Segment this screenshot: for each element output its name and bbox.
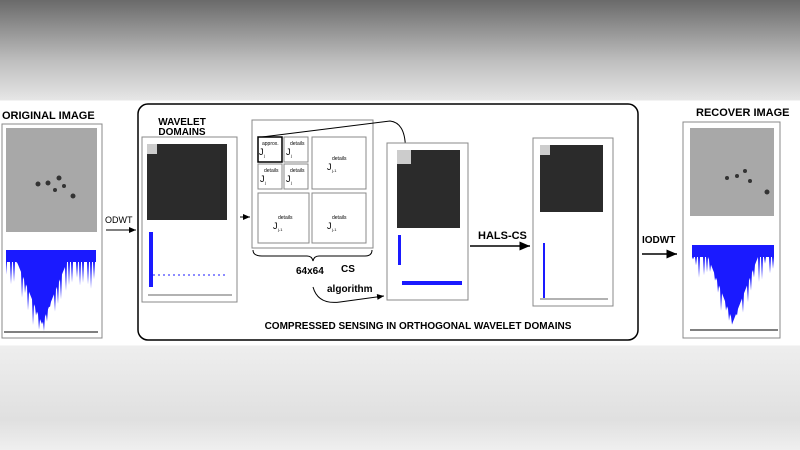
- svg-text:J: J: [259, 147, 264, 157]
- svg-text:J: J: [273, 221, 278, 231]
- wavelet-image: [147, 144, 227, 220]
- svg-text:approx.: approx.: [262, 141, 279, 147]
- svg-text:j: j: [290, 153, 292, 158]
- svg-text:details: details: [290, 168, 305, 174]
- original-image: [6, 128, 97, 232]
- svg-text:details: details: [332, 215, 347, 221]
- size-label: 64x64: [296, 266, 324, 277]
- svg-text:j: j: [290, 180, 292, 185]
- recover-image: [690, 128, 774, 216]
- wavelet-title-2: DOMAINS: [158, 127, 206, 138]
- iodwt-label: IODWT: [642, 235, 675, 246]
- svg-text:j: j: [264, 180, 266, 185]
- svg-text:j-1: j-1: [277, 227, 283, 232]
- svg-text:details: details: [278, 215, 293, 221]
- cs-label: CS: [341, 264, 355, 275]
- svg-text:J: J: [327, 221, 332, 231]
- svg-text:j-1: j-1: [331, 168, 337, 173]
- hals-signal: [543, 243, 545, 298]
- svg-text:details: details: [264, 168, 279, 174]
- approx-thumb: [147, 144, 157, 154]
- odwt-label: ODWT: [105, 215, 133, 225]
- cs-signal-spike: [398, 235, 401, 265]
- hals-thumb: [540, 145, 550, 155]
- original-title: ORIGINAL IMAGE: [2, 110, 95, 122]
- hals-image: [540, 145, 603, 212]
- cs-thumb: [397, 150, 411, 164]
- hals-label: HALS-CS: [478, 230, 527, 242]
- svg-text:j: j: [263, 153, 265, 158]
- svg-text:J: J: [286, 174, 291, 184]
- svg-text:J: J: [286, 147, 291, 157]
- cs-signal: [402, 281, 462, 285]
- svg-text:j-1: j-1: [331, 227, 337, 232]
- svg-text:J: J: [327, 162, 332, 172]
- caption: COMPRESSED SENSING IN ORTHOGONAL WAVELET…: [265, 321, 572, 332]
- svg-text:details: details: [290, 141, 305, 147]
- brace: [253, 250, 372, 261]
- algorithm-label: algorithm: [327, 284, 373, 295]
- recover-title: RECOVER IMAGE: [696, 107, 790, 119]
- subband-grid: [252, 120, 373, 248]
- svg-text:J: J: [260, 174, 265, 184]
- svg-text:details: details: [332, 156, 347, 162]
